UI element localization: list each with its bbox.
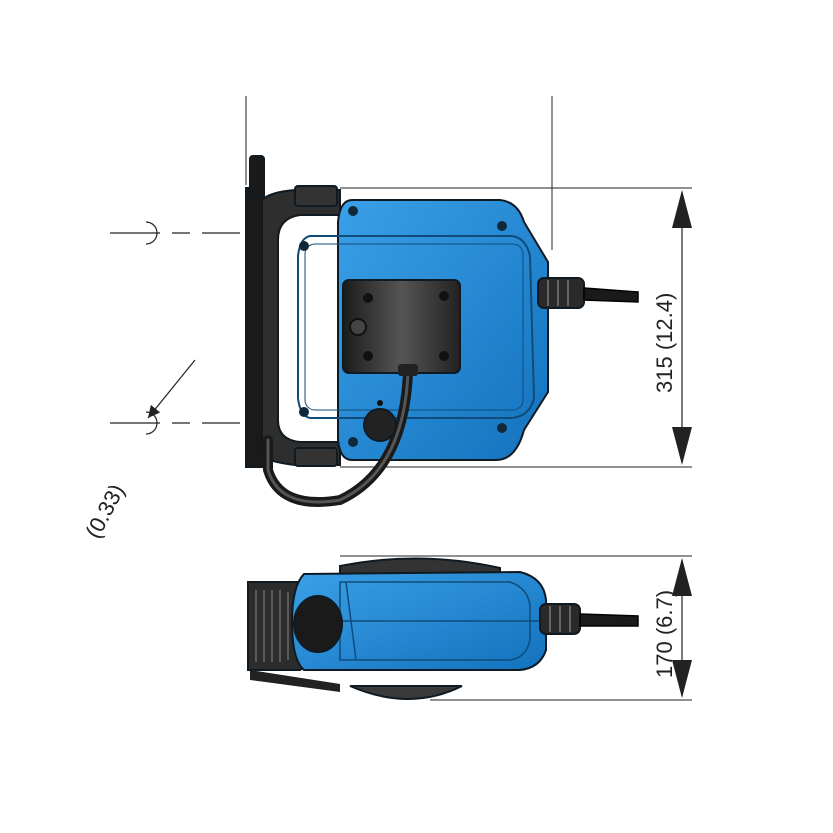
front-view [245,155,639,507]
center-line-bottom [110,411,240,435]
side-bottom-cap [349,685,463,700]
depth-dimension [672,558,692,698]
panel-knob-icon [349,318,367,336]
wall-offset-arrow [147,359,196,419]
side-knob-icon [293,595,343,653]
height-dimension [672,190,692,465]
housing-lid [297,235,536,419]
housing-screws [299,206,507,447]
center-line-top [110,221,240,245]
extension-lines [245,96,692,701]
wall-bracket-top-lip [249,155,265,197]
bottom-gland-icon [363,408,397,442]
side-view [247,557,639,700]
cable-gland-right [537,277,639,309]
bracket-arm [261,189,341,466]
cable-gland-side [539,603,639,635]
depth-dimension-label: 170 (6.7) [652,590,677,678]
height-dimension-label: 315 (12.4) [652,293,677,393]
wall-offset-label: (0.33) [80,480,129,542]
